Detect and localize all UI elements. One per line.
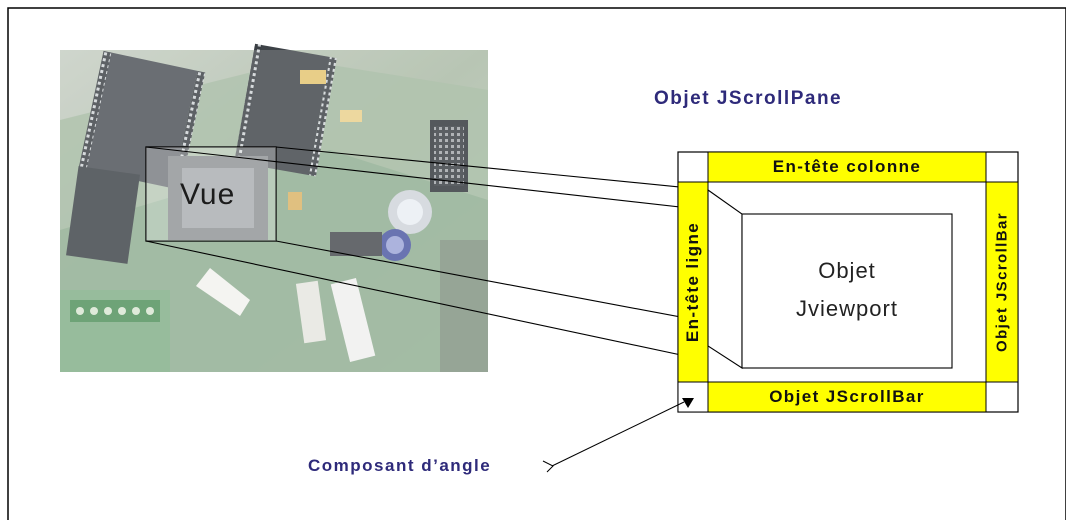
column-header-box (707, 151, 987, 183)
row-header-box (677, 181, 709, 383)
view-label: Vue (180, 178, 236, 211)
viewport-label-line2: Jviewport (796, 296, 898, 321)
corner-arrow-icon (682, 398, 694, 408)
vertical-scrollbar-label: Objet JScrollBar (986, 182, 1018, 382)
row-header-text: En-tête ligne (683, 221, 702, 343)
corner-component-label: Composant d’angle (308, 456, 492, 475)
viewport-label-line1: Objet (818, 258, 876, 283)
vertical-scrollbar-text: Objet JScrollBar (993, 212, 1011, 352)
corner-box (677, 381, 709, 413)
circuit-board-photo (60, 43, 488, 372)
view-rectangle (145, 146, 277, 242)
view-highlight (146, 147, 276, 241)
viewport-label: Objet Jviewport (742, 252, 952, 328)
corner-pointer-line (551, 401, 685, 467)
scrollpane-title: Objet JScrollPane (654, 88, 843, 109)
horizontal-scrollbar-box (707, 381, 987, 413)
vertical-scrollbar-box (985, 181, 1019, 383)
column-header-label: En-tête colonne (772, 157, 922, 176)
horizontal-scrollbar-label: Objet JScrollBar (769, 387, 925, 406)
corner-pointer-tail (542, 460, 554, 473)
viewport-box (707, 188, 953, 370)
row-header-label: En-tête ligne (678, 182, 708, 382)
